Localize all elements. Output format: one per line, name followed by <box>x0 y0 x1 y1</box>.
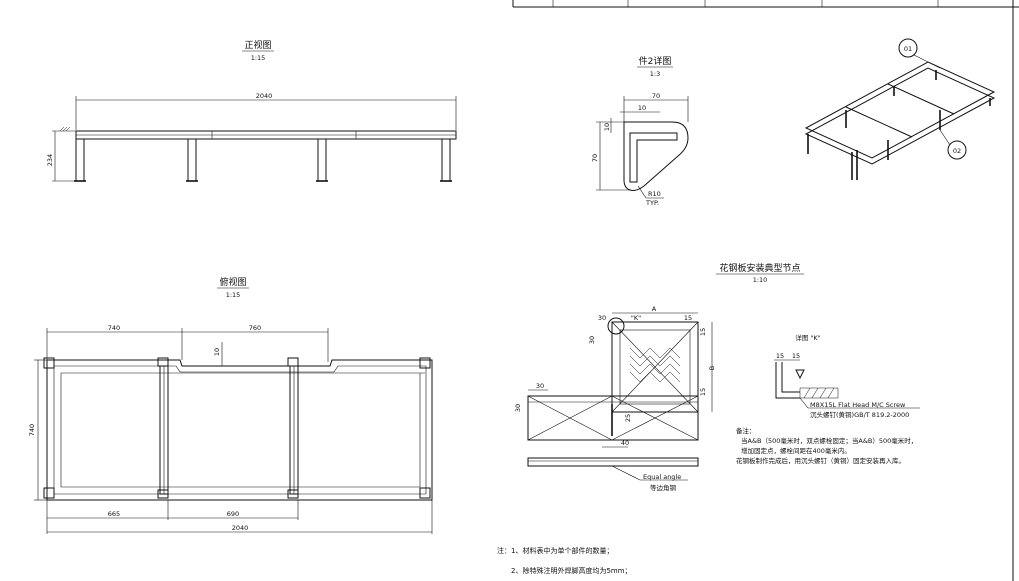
isometric-view: 01 02 <box>804 38 996 180</box>
node-dim-30c: 30 <box>536 382 544 390</box>
remarks-line-3: 花钢板制作完成后，用沉头螺钉（黄铜）固定安装再入库。 <box>736 456 905 465</box>
detail-k-view: 详图 "K" 15 15 M8X15L Flat Head M/C Screw … <box>774 333 920 419</box>
top-dim-bottom-mid: 690 <box>227 510 239 518</box>
detail-k-dim-15a: 15 <box>776 352 784 360</box>
front-dim-length: 2040 <box>256 92 273 100</box>
node-equal-angle-en: Equal angle <box>643 473 681 481</box>
node-dim-40: 40 <box>621 439 629 447</box>
top-view-title: 俯视图 <box>219 276 246 288</box>
node-scale: 1:10 <box>753 276 768 284</box>
detail-k-screw-cn: 沉头螺钉(黄铜)GB/T 819.2-2000 <box>810 410 909 419</box>
node-dim-30d: 30 <box>514 404 522 412</box>
top-dim-gap: 10 <box>213 348 221 356</box>
detail2-dim-thickness: 10 <box>638 104 646 112</box>
note-line-2: 2、除特殊注明外焊脚高度均为5mm； <box>511 566 632 575</box>
top-dim-total: 2040 <box>232 524 249 532</box>
node-equal-angle-cn: 等边角钢 <box>650 483 677 492</box>
detail2-dim-height: 70 <box>591 154 599 162</box>
detail-k-screw-en: M8X15L Flat Head M/C Screw <box>810 401 906 409</box>
detail-k-title: 详图 "K" <box>795 333 820 342</box>
node-dim-30a: 30 <box>598 314 606 322</box>
remarks-heading: 备注： <box>736 426 756 435</box>
title-block-fragment <box>512 0 1019 581</box>
detail-k-dim-15b: 15 <box>792 352 800 360</box>
note-line-1: 注：1、材料表中为单个部件的数量； <box>497 546 613 555</box>
top-view: 俯视图 1:15 740 760 10 740 <box>28 276 433 534</box>
top-dim-left: 740 <box>108 324 120 332</box>
front-dim-height: 234 <box>46 154 54 166</box>
node-dim-15a: 15 <box>684 314 692 322</box>
general-notes: 注：1、材料表中为单个部件的数量； 2、除特殊注明外焊脚高度均为5mm； <box>497 546 632 575</box>
remarks-line-1: 当A&B（500毫米时，双点螺栓固定；当A&B）500毫米时， <box>741 436 917 445</box>
iso-callout-1: 01 <box>904 45 912 53</box>
node-title: 花钢板安装典型节点 <box>719 262 800 274</box>
detail2-title: 件2详图 <box>639 55 672 67</box>
remarks-line-2: 增加固定点，螺栓间距在400毫米内。 <box>741 446 851 455</box>
node-label-b: B <box>708 366 716 370</box>
detail2-typ: TYP. <box>645 199 659 207</box>
detail2-dim-width: 70 <box>652 92 660 100</box>
detail2-radius: R10 <box>648 190 661 198</box>
node-dim-15c: 15 <box>699 388 707 396</box>
node-detail-view: 花钢板安装典型节点 1:10 A "K" 30 30 15 15 B 15 30… <box>514 262 804 492</box>
front-view-scale: 1:15 <box>251 54 266 62</box>
front-view-title: 正视图 <box>244 39 271 51</box>
checker-plate-hatch <box>629 347 681 383</box>
node-dim-30b: 30 <box>588 336 596 344</box>
node-label-a: A <box>652 305 657 313</box>
detail2-scale: 1:3 <box>650 70 660 78</box>
front-view: 正视图 1:15 2040 234 <box>46 39 457 182</box>
remarks-block: 备注： 当A&B（500毫米时，双点螺栓固定；当A&B）500毫米时， 增加固定… <box>736 426 917 465</box>
top-view-scale: 1:15 <box>226 291 241 299</box>
top-dim-right: 760 <box>249 324 261 332</box>
detail2-dim-leg: 10 <box>603 123 611 131</box>
iso-callout-2: 02 <box>953 147 961 155</box>
detail-2-view: 件2详图 1:3 70 10 10 70 R10 TYP. <box>591 55 689 207</box>
node-label-k: "K" <box>631 314 641 322</box>
node-dim-25: 25 <box>624 414 632 422</box>
node-dim-15b: 15 <box>699 328 707 336</box>
top-dim-side: 740 <box>28 424 36 436</box>
top-dim-bottom-left: 665 <box>108 510 120 518</box>
